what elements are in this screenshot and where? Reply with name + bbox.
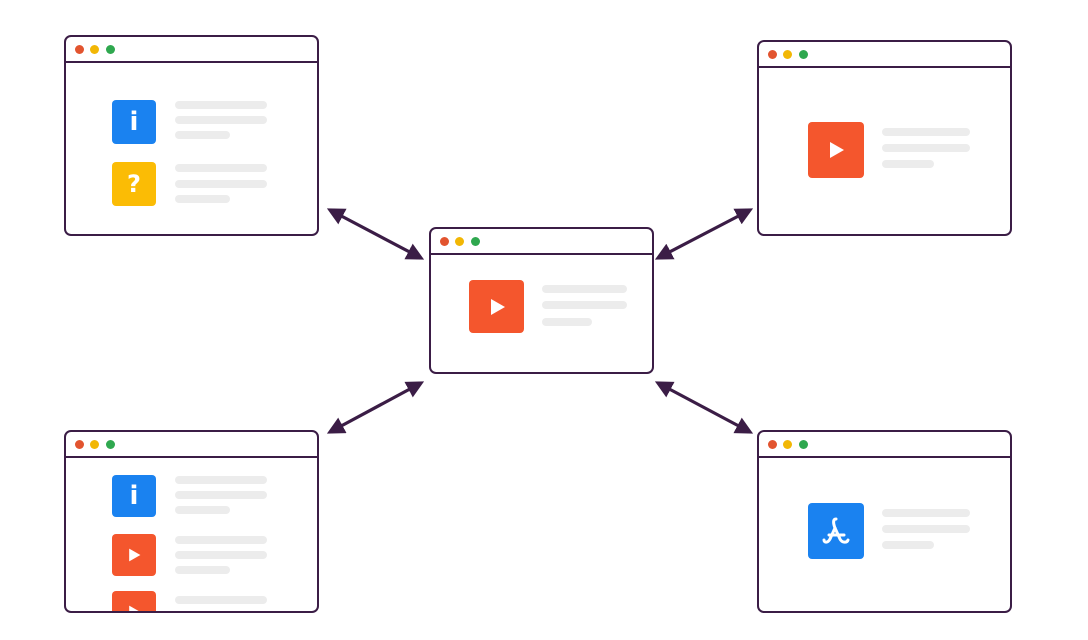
placeholder-line: [175, 116, 267, 124]
browser-window-bottom-left: i: [64, 430, 319, 613]
minimize-dot[interactable]: [783, 440, 792, 449]
placeholder-line: [175, 566, 230, 574]
question-icon: ?: [127, 170, 141, 198]
arrow-center-bottom-left: [326, 381, 425, 434]
window-titlebar: [759, 432, 1010, 458]
placeholder-line: [882, 509, 970, 517]
close-dot[interactable]: [440, 237, 449, 246]
window-titlebar: [759, 42, 1010, 68]
placeholder-line: [175, 476, 267, 484]
placeholder-line: [542, 318, 592, 326]
placeholder-line: [175, 101, 267, 109]
help-tile: ?: [112, 162, 156, 206]
browser-window-center: [429, 227, 654, 374]
browser-window-top-left: i ?: [64, 35, 319, 236]
minimize-dot[interactable]: [90, 45, 99, 54]
window-titlebar: [431, 229, 652, 255]
window-titlebar: [66, 432, 317, 458]
placeholder-line: [882, 525, 970, 533]
minimize-dot[interactable]: [783, 50, 792, 59]
video-tile: [469, 280, 524, 333]
placeholder-line: [175, 164, 267, 172]
placeholder-line: [542, 301, 627, 309]
placeholder-line: [175, 180, 267, 188]
placeholder-line: [175, 596, 267, 604]
placeholder-line: [882, 144, 970, 152]
info-tile: i: [112, 100, 156, 144]
video-tile: [112, 591, 156, 611]
minimize-dot[interactable]: [90, 440, 99, 449]
play-icon: [129, 548, 141, 562]
placeholder-line: [175, 506, 230, 514]
pdf-icon: [822, 517, 850, 544]
info-icon: i: [129, 107, 139, 137]
pdf-tile: [808, 503, 864, 559]
placeholder-line: [882, 128, 970, 136]
arrow-center-top-left: [326, 208, 425, 260]
info-icon: i: [129, 481, 139, 511]
placeholder-line: [175, 131, 230, 139]
video-tile: [112, 534, 156, 576]
close-dot[interactable]: [75, 440, 84, 449]
arrow-center-top-right: [654, 208, 754, 260]
play-icon: [830, 142, 844, 158]
placeholder-line: [175, 491, 267, 499]
maximize-dot[interactable]: [799, 440, 808, 449]
placeholder-line: [175, 195, 230, 203]
placeholder-line: [882, 541, 934, 549]
close-dot[interactable]: [768, 50, 777, 59]
video-tile: [808, 122, 864, 178]
browser-window-top-right: [757, 40, 1012, 236]
play-icon: [129, 605, 139, 611]
info-tile: i: [112, 475, 156, 517]
arrow-center-bottom-right: [654, 381, 754, 434]
placeholder-line: [175, 551, 267, 559]
placeholder-line: [882, 160, 934, 168]
window-titlebar: [66, 37, 317, 63]
play-icon: [490, 298, 505, 315]
minimize-dot[interactable]: [455, 237, 464, 246]
placeholder-line: [175, 536, 267, 544]
maximize-dot[interactable]: [106, 45, 115, 54]
maximize-dot[interactable]: [106, 440, 115, 449]
close-dot[interactable]: [768, 440, 777, 449]
maximize-dot[interactable]: [799, 50, 808, 59]
placeholder-line: [542, 285, 627, 293]
maximize-dot[interactable]: [471, 237, 480, 246]
browser-window-bottom-right: [757, 430, 1012, 613]
close-dot[interactable]: [75, 45, 84, 54]
